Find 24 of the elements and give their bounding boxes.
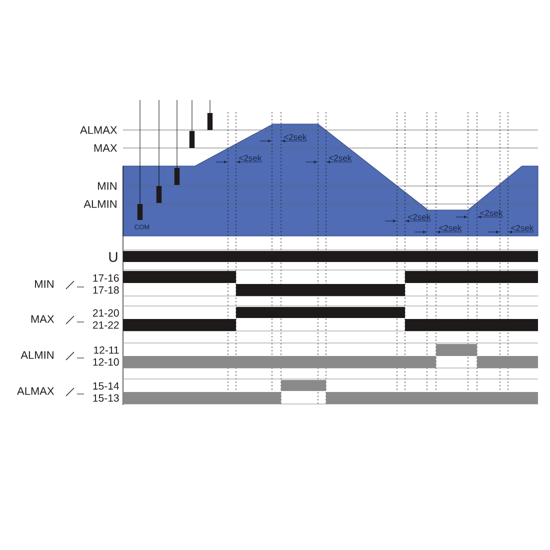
level-label: MIN [35, 280, 54, 288]
contact-label: 17-16 [93, 274, 119, 282]
contact-label: 12-10 [93, 358, 119, 366]
level-label: MAX [94, 144, 118, 152]
time-label: <2sek [329, 154, 352, 161]
level-label: MAX [31, 315, 54, 323]
contact-label: 17-18 [93, 286, 119, 294]
level-label: MIN [98, 182, 116, 190]
contact-label: 21-22 [92, 321, 119, 329]
time-label: <2sek [239, 154, 262, 161]
level-label: ALMAX [80, 126, 118, 134]
time-label: <2sek [480, 210, 503, 216]
contact-label: 21-20 [92, 309, 119, 317]
contact-label: 12-11 [94, 346, 119, 354]
level-label: ALMAX [17, 387, 54, 395]
time-label: <2sek [511, 224, 534, 231]
supply-label: U [109, 252, 118, 262]
contact-label: 15-13 [93, 394, 119, 402]
time-label: <2sek [284, 134, 307, 140]
time-label: <2sek [439, 224, 462, 231]
time-label: <2sek [408, 214, 431, 220]
level-label: ALMIN [20, 351, 54, 359]
contact-label: 15-14 [93, 382, 119, 390]
level-label: ALMIN [84, 200, 116, 208]
